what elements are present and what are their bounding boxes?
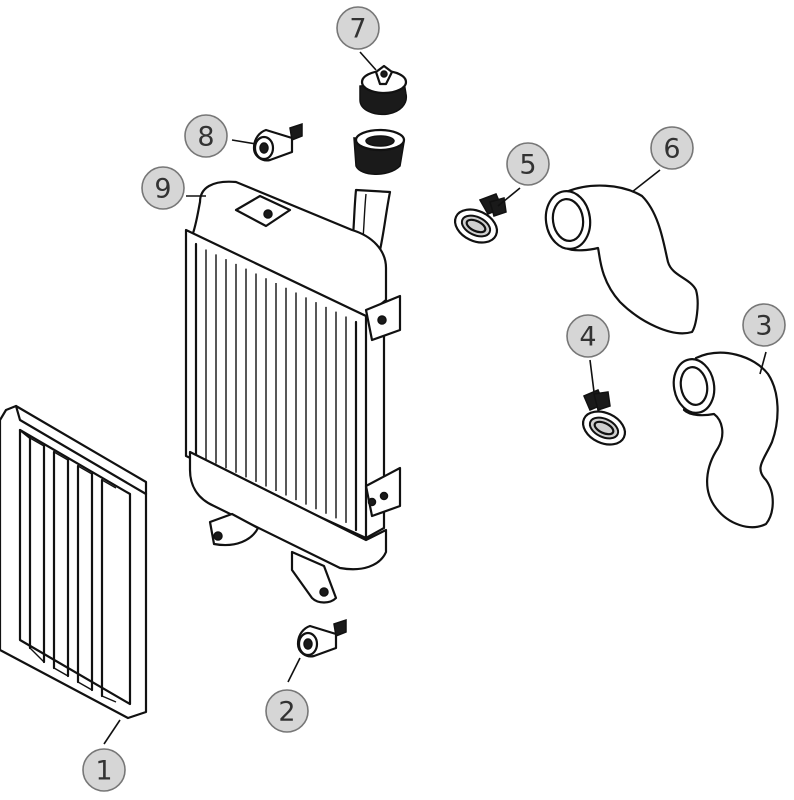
upper-hose-part: [544, 184, 699, 335]
lower-clamp-part: [581, 389, 627, 446]
callout-4: 4: [566, 314, 610, 358]
upper-mount-part: [252, 122, 303, 162]
cap-part: [359, 64, 408, 116]
callout-label: 4: [579, 322, 596, 353]
callout-label: 8: [197, 122, 214, 153]
callout-label: 7: [349, 14, 366, 45]
callout-label: 1: [95, 756, 112, 787]
radiator-part: [184, 180, 402, 604]
callout-2: 2: [265, 689, 309, 733]
callout-3: 3: [742, 303, 786, 347]
upper-clamp-part: [453, 193, 507, 244]
filler-neck-ring: [353, 128, 406, 175]
callout-label: 3: [755, 311, 772, 342]
callout-1: 1: [82, 748, 126, 792]
callout-7: 7: [336, 6, 380, 50]
callout-label: 9: [154, 174, 171, 205]
callout-label: 5: [519, 150, 536, 181]
lower-hose-part: [672, 351, 779, 529]
callout-label: 6: [663, 134, 680, 165]
callout-6: 6: [650, 126, 694, 170]
lower-mount-part: [296, 618, 347, 658]
leader-lines: [103, 51, 767, 745]
callout-label: 2: [278, 697, 295, 728]
callout-9: 9: [141, 166, 185, 210]
callout-8: 8: [184, 114, 228, 158]
grille-part: [0, 404, 148, 720]
callout-5: 5: [506, 142, 550, 186]
